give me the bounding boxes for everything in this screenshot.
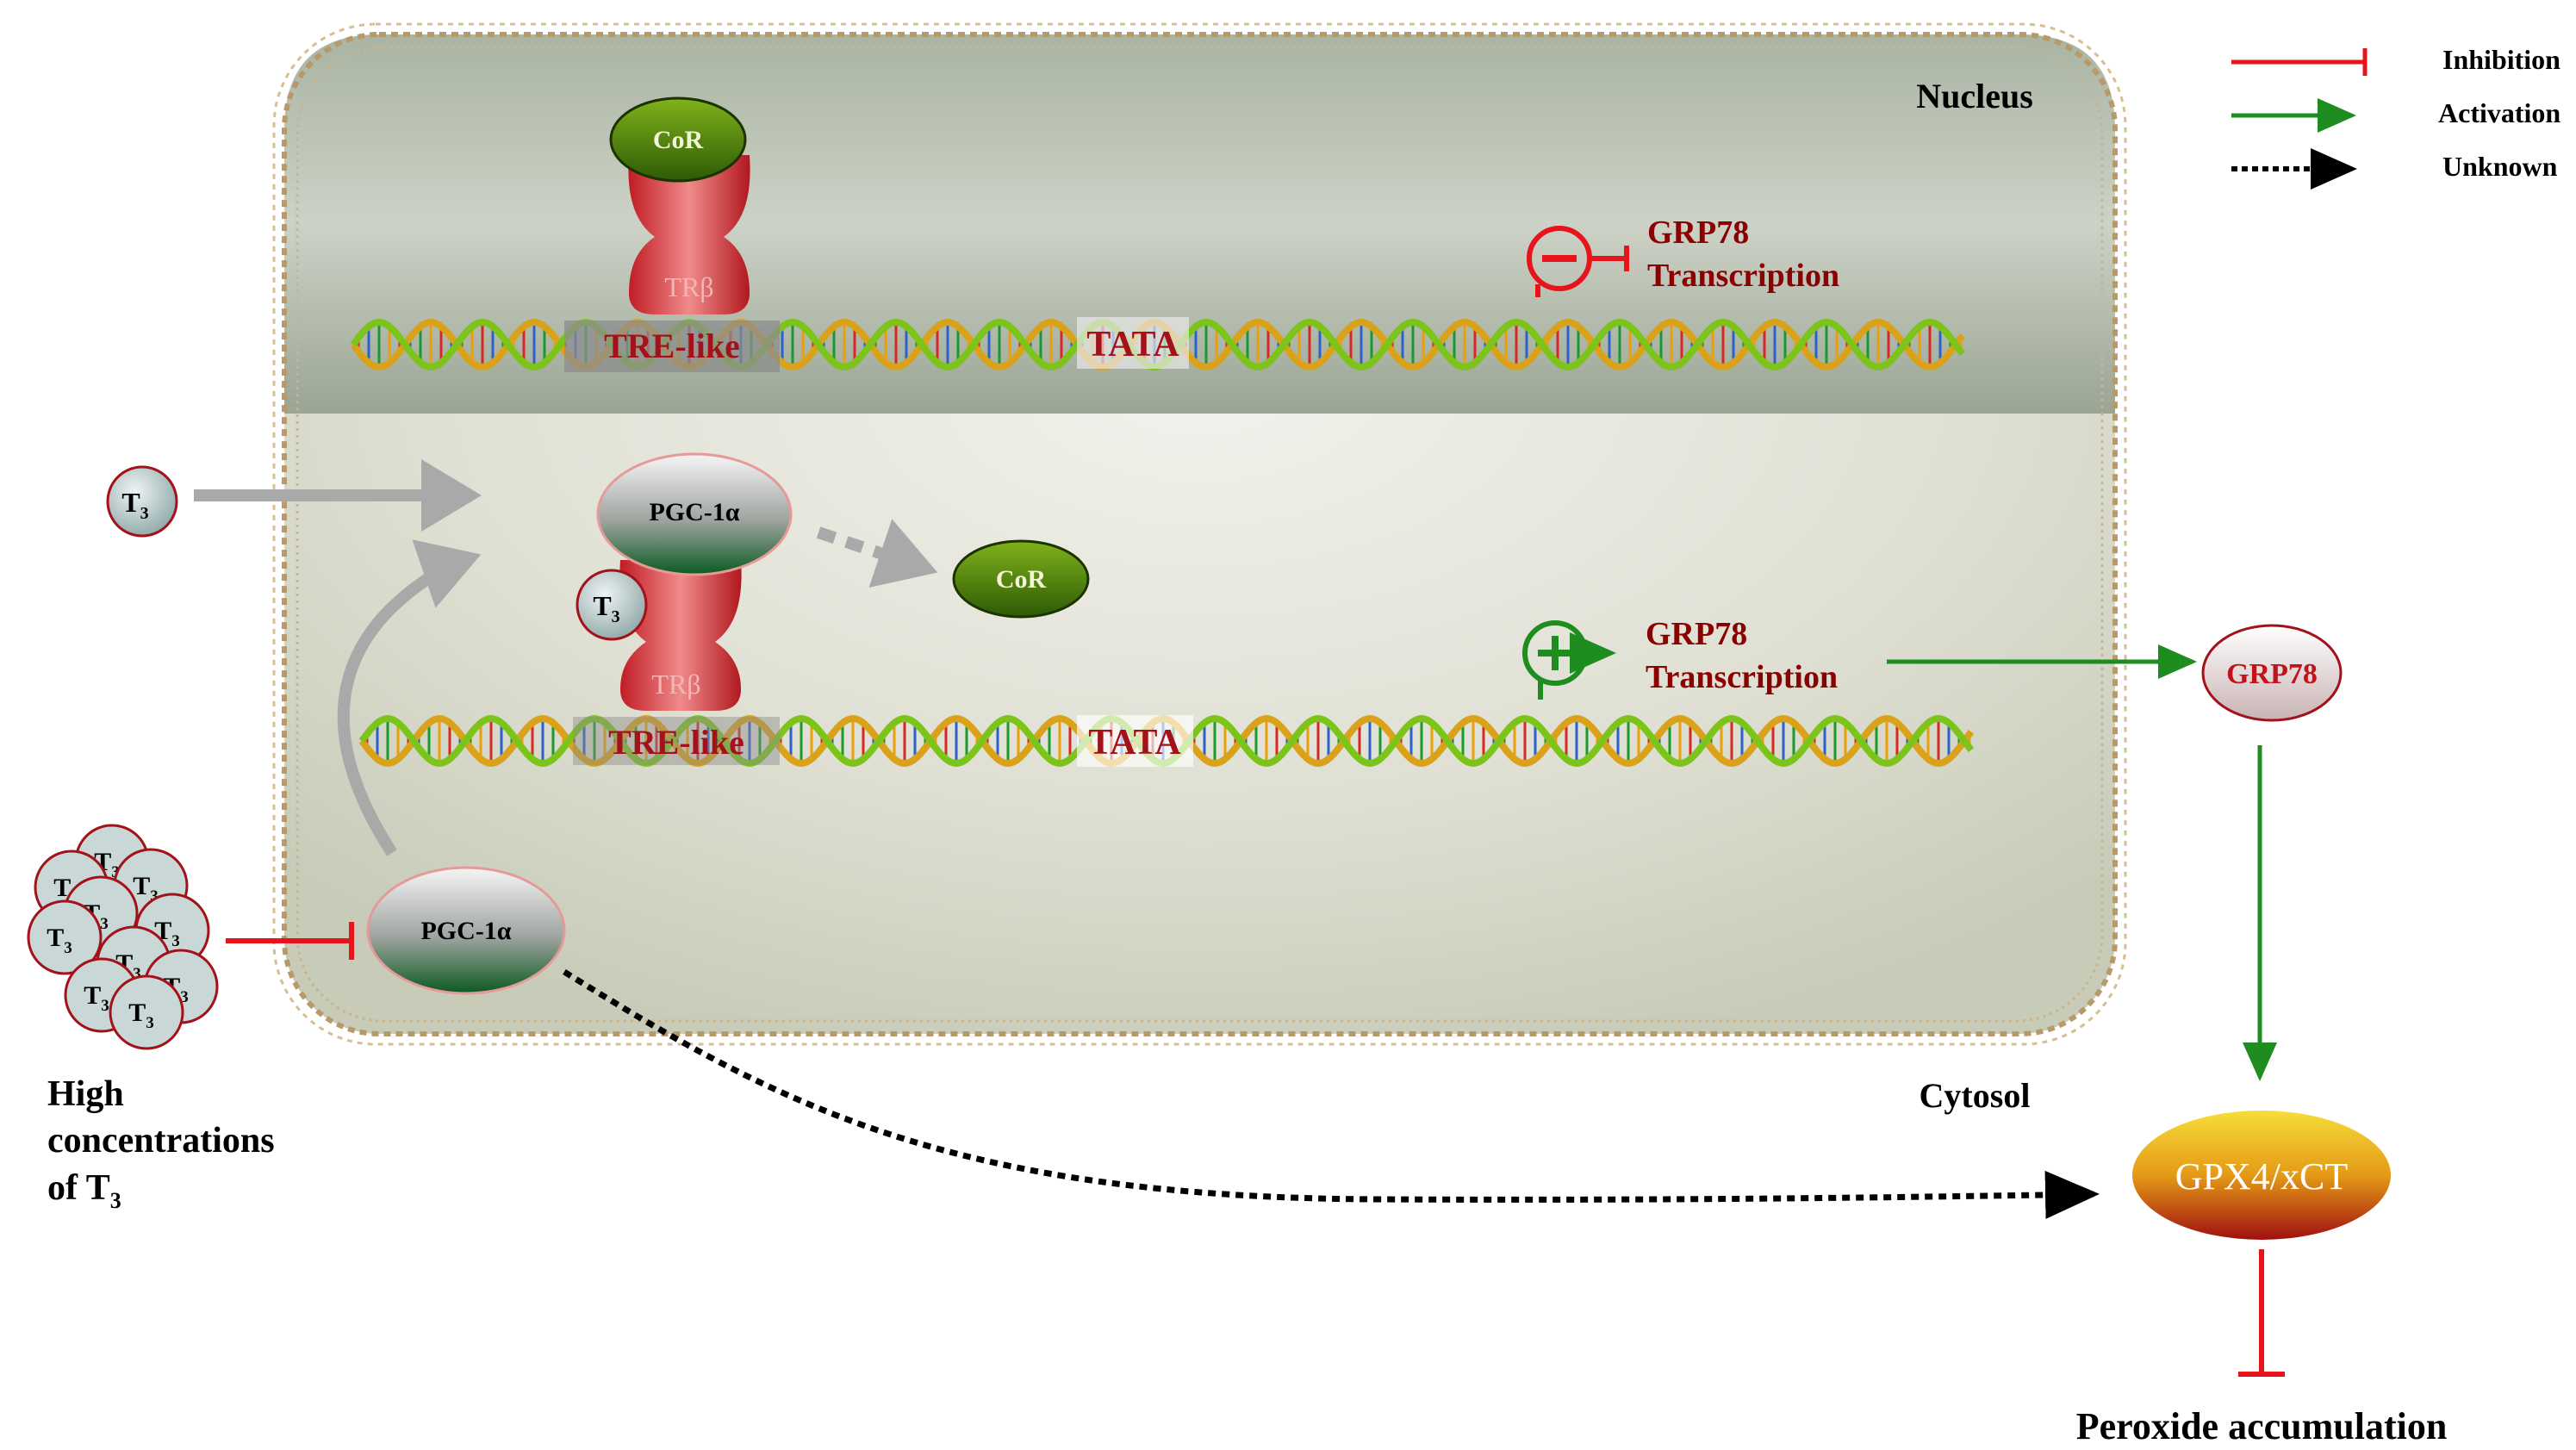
tata-label-bottom: TATA [1088,723,1181,762]
trb-label-bottom: TRβ [651,669,700,700]
gpx4-xct [2132,1111,2391,1240]
cytosol-label: Cytosol [1920,1076,2031,1115]
cor-label-top: CoR [653,126,704,154]
t3-label-left: T3 [121,487,148,523]
repressed-complex: TRE-like TRβ CoR TATA [564,96,1189,372]
pgc1a-cytosol [366,866,566,995]
tre-box-top [564,320,780,372]
t3-molecule-label: T3 [133,872,159,905]
grp78-protein [2201,624,2343,722]
high-t3-line1: High [47,1074,124,1114]
tre-label-bottom: TRE-like [608,723,744,762]
t3-free: T3 [106,459,482,538]
cor-release-arrow [816,519,938,588]
cor-released-label: CoR [996,565,1047,594]
cor-released [952,539,1090,619]
grp78-tx-top-line1: GRP78 [1647,215,1749,251]
high-t3-line2: concentrations [47,1121,275,1161]
activated-complex: TRE-like TRβ PGC-1α T3 TATA [573,452,1193,767]
t3-molecule [27,899,103,975]
peroxide-label: Peroxide accumulation [2076,1405,2448,1447]
t3-cluster: T3T3T3T3T3T3T3T3T3T3 [27,824,219,1050]
tata-label-top: TATA [1086,325,1179,364]
cor-top [609,96,747,183]
pgc1a-nucleus [596,452,793,576]
trb-receptor-top [628,155,750,314]
grp78-tx-top-line2: Transcription [1647,258,1839,294]
tata-box-top [1077,317,1189,369]
trb-receptor-bottom [619,560,742,711]
high-t3-line3: of T3 [47,1168,121,1213]
t3-molecule-label: T3 [47,924,72,957]
tre-box-bottom [573,717,780,765]
t3-molecule [109,974,184,1050]
grp78-tx-bottom-line2: Transcription [1646,659,1838,695]
pgc1a-unknown-arrow [563,969,2100,1219]
legend-activation-label: Activation [2438,97,2560,128]
grp78-tx-bottom-line1: GRP78 [1646,616,1747,652]
pgc1a-cytosol-label: PGC-1α [420,917,511,945]
t3-molecule-label: T3 [128,999,154,1032]
legend-inhibition-label: Inhibition [2442,44,2560,75]
cell [272,22,2127,1046]
tata-box-bottom [1077,715,1193,767]
t3-node-left [106,465,178,538]
gpx4-xct-label: GPX4/xCT [2175,1155,2349,1198]
t3-molecule-label: T3 [84,981,109,1015]
grp78-protein-label: GRP78 [2226,658,2318,690]
trb-label-top: TRβ [664,271,713,302]
legend-unknown-label: Unknown [2442,151,2558,182]
transcription-activated: GRP78 Transcription [1522,616,1838,700]
cell-membrane-outer [272,22,2127,1046]
tre-label-top: TRE-like [604,327,740,365]
t3-bound-label: T3 [593,590,619,626]
transcription-repressed: GRP78 Transcription [1527,215,1839,297]
pgc1a-translocation-arrow [337,539,482,856]
t3-bound [576,569,648,641]
pgc1a-nucleus-label: PGC-1α [649,498,739,526]
cell-membrane [282,32,2118,1036]
legend: Inhibition Activation Unknown [2231,44,2560,190]
nucleus-label: Nucleus [1916,77,2033,115]
